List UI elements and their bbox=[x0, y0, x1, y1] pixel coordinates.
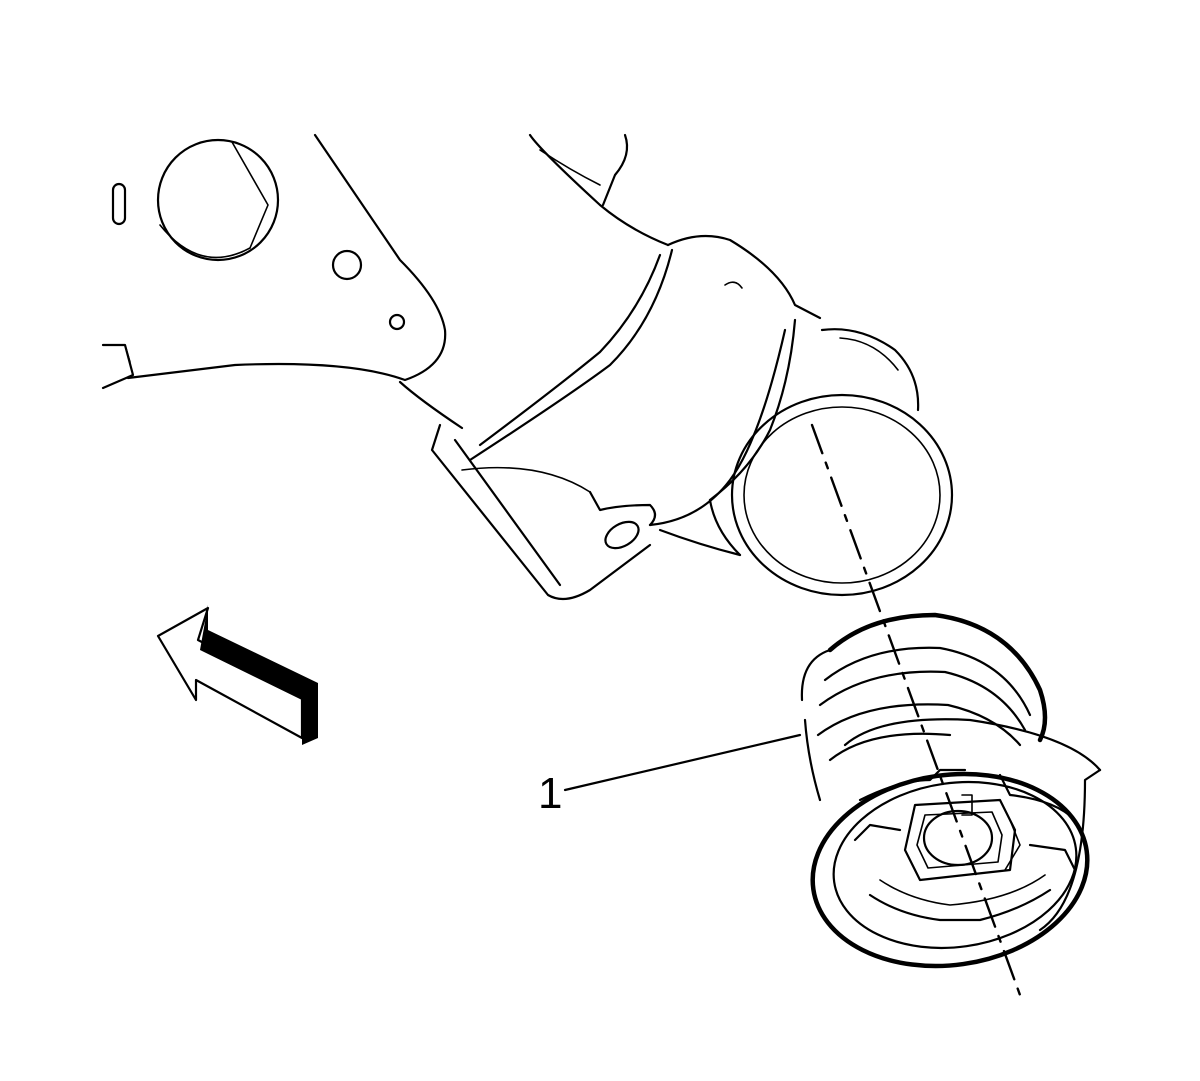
callout-1: 1 bbox=[538, 733, 802, 818]
control-arm bbox=[398, 133, 954, 601]
direction-arrow-icon bbox=[156, 605, 318, 745]
bushing-centerline bbox=[810, 423, 1022, 997]
bushing bbox=[800, 612, 1102, 969]
mount-bracket bbox=[101, 133, 447, 390]
callout-number: 1 bbox=[538, 769, 562, 818]
